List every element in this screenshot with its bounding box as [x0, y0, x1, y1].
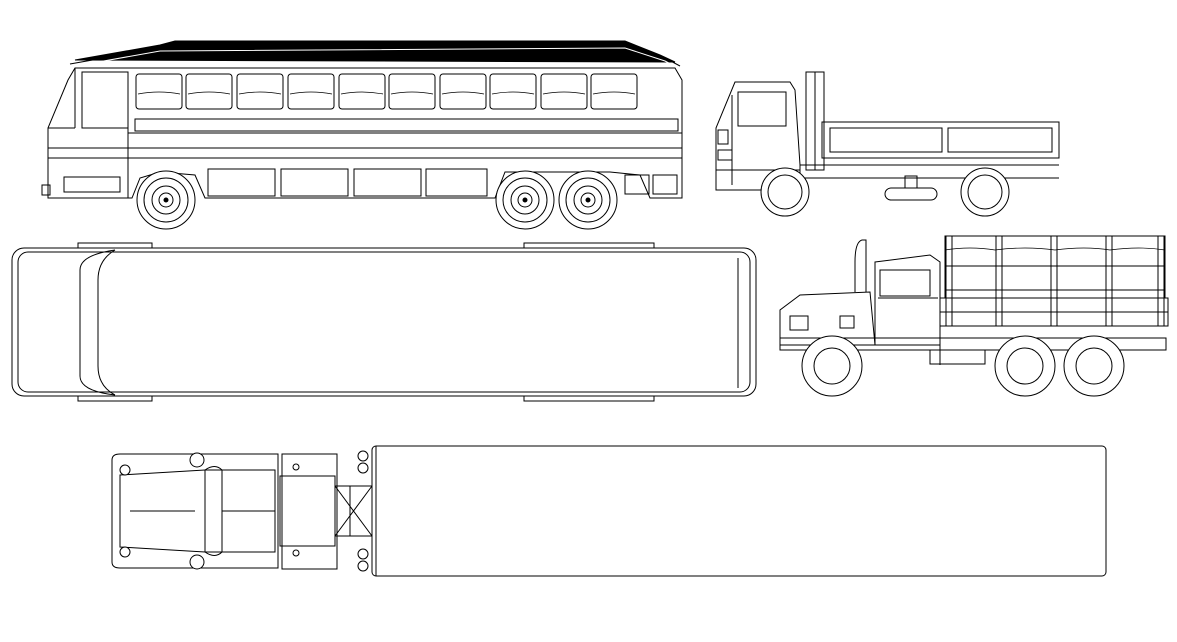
cargo-truck-side-view — [779, 235, 1169, 397]
flatbed-cargo-bed — [821, 121, 1060, 159]
bus-passenger-windows — [135, 73, 638, 110]
flatbed-cab-window — [737, 91, 787, 127]
flatbed-front-wheel — [760, 167, 810, 217]
bus-side-stripe — [134, 118, 679, 132]
bus-luggage-doors — [63, 168, 678, 197]
flatbed-fuel-tank — [884, 187, 938, 201]
bus-rear-wheel-1 — [495, 170, 555, 230]
bus-windshield-top — [79, 249, 116, 396]
bus-roof-stripes — [69, 40, 681, 70]
bus-front-wheel — [136, 170, 196, 230]
cargo-truck-exhaust — [854, 239, 867, 292]
tractor-windshield-top — [204, 466, 223, 556]
cargo-truck-cab — [874, 254, 941, 346]
bus-roof-outline — [11, 247, 757, 397]
trailer-coupling — [334, 450, 373, 572]
bus-body-outline — [47, 67, 683, 199]
cargo-truck-rear-wheel-1 — [994, 335, 1056, 397]
coach-bus-top-view — [11, 242, 757, 402]
cargo-truck-step — [929, 349, 986, 365]
cargo-truck-front-wheel — [801, 335, 863, 397]
cargo-truck-canvas-cover — [944, 235, 1166, 299]
flatbed-truck-side-view — [715, 71, 1060, 217]
tractor-cab-top — [111, 453, 279, 569]
bus-driver-window — [81, 71, 129, 129]
coach-bus-side-view — [41, 40, 683, 230]
cargo-truck-rear-wheel-2 — [1063, 335, 1125, 397]
bus-rear-wheel-2 — [558, 170, 618, 230]
semi-trailer-top-view — [111, 445, 1107, 577]
bus-front-bumper — [41, 184, 51, 196]
cargo-truck-hood — [779, 291, 876, 346]
flatbed-rear-wheel — [960, 167, 1010, 217]
tractor-chassis — [281, 453, 338, 570]
trailer-top-outline — [371, 445, 1107, 577]
